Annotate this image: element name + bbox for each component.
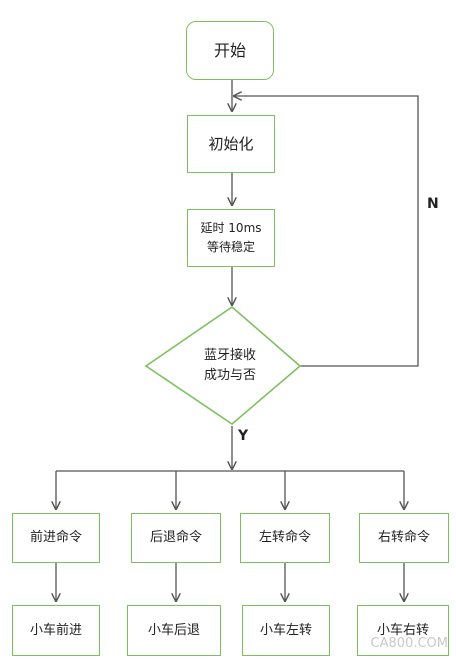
- action-backward: 小车后退: [127, 605, 221, 656]
- command-left: 左转命令: [240, 513, 330, 563]
- action-left-label: 小车左转: [259, 622, 312, 638]
- init-label: 初始化: [208, 135, 254, 153]
- init-node: 初始化: [187, 115, 275, 173]
- command-right: 右转命令: [359, 513, 449, 563]
- loop-back-line-no: [234, 96, 419, 367]
- start-node: 开始: [186, 21, 274, 80]
- action-forward: 小车前进: [12, 605, 100, 656]
- decision-label-line2: 成功与否: [203, 368, 256, 383]
- command-left-label: 左转命令: [258, 530, 311, 545]
- action-left: 小车左转: [242, 605, 330, 656]
- action-backward-label: 小车后退: [147, 622, 200, 638]
- command-backward: 后退命令: [131, 513, 221, 563]
- decision-diamond: [144, 305, 302, 426]
- command-backward-label: 后退命令: [149, 530, 202, 545]
- command-right-label: 右转命令: [377, 530, 430, 545]
- start-label: 开始: [213, 40, 246, 60]
- command-forward-label: 前进命令: [29, 530, 82, 545]
- no-label: N: [427, 196, 439, 212]
- action-right: 小车右转: [357, 605, 449, 656]
- yes-label: Y: [238, 428, 249, 444]
- action-forward-label: 小车前进: [29, 622, 82, 638]
- command-forward: 前进命令: [12, 513, 100, 563]
- decision-text: 蓝牙接收 成功与否: [180, 346, 280, 386]
- delay-label-line2: 等待稳定: [206, 240, 255, 254]
- delay-label-line1: 延时 10ms: [200, 221, 262, 235]
- watermark: CA800.COM: [370, 636, 448, 651]
- action-right-label: 小车右转: [376, 622, 429, 638]
- decision-label-line1: 蓝牙接收: [203, 348, 256, 363]
- delay-node: 延时 10ms 等待稳定: [187, 209, 275, 267]
